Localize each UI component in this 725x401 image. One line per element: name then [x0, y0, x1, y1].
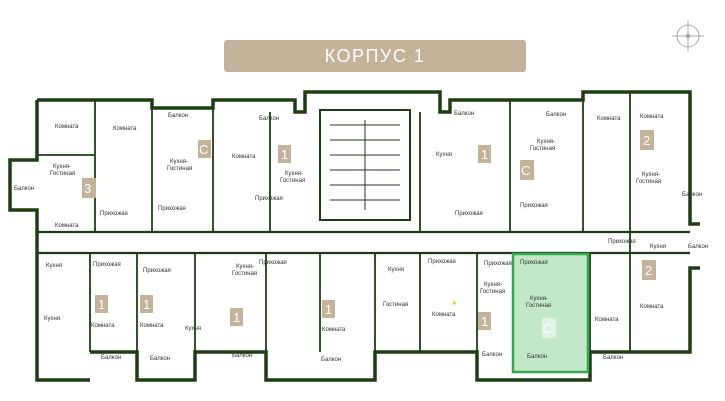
svg-text:1: 1: [98, 297, 105, 312]
svg-text:Кухня-: Кухня-: [236, 264, 254, 270]
svg-text:С: С: [521, 163, 530, 178]
building-title: КОРПУС 1: [224, 40, 526, 72]
svg-text:Кухня-: Кухня-: [642, 172, 660, 178]
svg-text:Гостиная: Гостиная: [232, 271, 257, 277]
svg-text:1: 1: [481, 147, 488, 162]
svg-text:Балкон: Балкон: [232, 353, 252, 359]
svg-text:Кухня-: Кухня-: [53, 164, 71, 170]
svg-text:Балкон: Балкон: [603, 355, 623, 361]
svg-text:Комната: Комната: [91, 323, 115, 329]
svg-text:Прихожая: Прихожая: [143, 268, 171, 274]
svg-text:Кухня: Кухня: [44, 316, 60, 322]
svg-text:1: 1: [481, 314, 488, 329]
svg-text:Балкон: Балкон: [14, 186, 34, 192]
svg-text:Гостиная: Гостиная: [530, 146, 555, 152]
svg-text:Балкон: Балкон: [527, 354, 547, 360]
svg-text:2: 2: [645, 263, 652, 278]
svg-text:Комната: Комната: [322, 327, 346, 333]
svg-text:Прихожая: Прихожая: [259, 260, 287, 266]
svg-text:Прихожая: Прихожая: [93, 262, 121, 268]
svg-text:Прихожая: Прихожая: [455, 211, 483, 217]
svg-text:Балкон: Балкон: [482, 352, 502, 358]
svg-text:Прихожая: Прихожая: [484, 261, 512, 267]
svg-text:Кухня: Кухня: [46, 263, 62, 269]
svg-text:Комната: Комната: [113, 126, 137, 132]
svg-text:Гостиная: Гостиная: [383, 302, 408, 308]
svg-text:Комната: Комната: [55, 124, 79, 130]
svg-text:Прихожая: Прихожая: [255, 196, 283, 202]
svg-text:Гостиная: Гостиная: [50, 171, 75, 177]
svg-text:Кухня: Кухня: [650, 244, 666, 250]
svg-text:Кухня-: Кухня-: [537, 139, 555, 145]
svg-text:1: 1: [143, 297, 150, 312]
svg-text:Балкон: Балкон: [168, 113, 188, 119]
svg-text:Балкон: Балкон: [259, 116, 279, 122]
svg-text:Прихожая: Прихожая: [520, 260, 548, 266]
svg-text:Балкон: Балкон: [682, 192, 702, 198]
svg-text:Прихожая: Прихожая: [428, 259, 456, 265]
svg-text:Комната: Комната: [640, 114, 664, 120]
svg-text:Кухня: Кухня: [436, 152, 452, 158]
svg-text:Комната: Комната: [140, 323, 164, 329]
svg-text:Гостиная: Гостиная: [167, 166, 192, 172]
svg-text:Балкон: Балкон: [101, 355, 121, 361]
compass-icon: [672, 20, 704, 52]
star-icon: ✦: [451, 299, 458, 308]
svg-text:Комната: Комната: [595, 317, 619, 323]
room-labels: Комната Комната Кухня-Гостиная Прихожая …: [14, 111, 708, 363]
svg-text:Комната: Комната: [232, 154, 256, 160]
svg-text:Прихожая: Прихожая: [520, 203, 548, 209]
svg-text:С: С: [199, 142, 208, 157]
selected-apartment-highlight: [511, 252, 590, 374]
apartment-type-badges: 3 С 1 1 С 2 2 1 1 1 1 1 С: [82, 130, 656, 338]
svg-text:Кухня-: Кухня-: [285, 171, 303, 177]
interior-walls: [37, 92, 631, 352]
svg-text:Гостиная: Гостиная: [636, 179, 661, 185]
svg-text:Прихожая: Прихожая: [158, 206, 186, 212]
svg-text:Комната: Комната: [597, 116, 621, 122]
svg-text:1: 1: [281, 147, 288, 162]
svg-text:Комната: Комната: [55, 223, 79, 229]
outer-walls: [8, 90, 700, 382]
svg-text:Балкон: Балкон: [546, 112, 566, 118]
svg-text:Гостиная: Гостиная: [526, 303, 551, 309]
svg-text:Кухня: Кухня: [388, 267, 404, 273]
svg-text:Кухня-: Кухня-: [484, 282, 502, 288]
corridor-walls: [37, 230, 690, 255]
svg-text:1: 1: [325, 302, 332, 317]
stairwell: [319, 109, 411, 221]
svg-text:Гостиная: Гостиная: [480, 289, 505, 295]
svg-text:Кухня-: Кухня-: [170, 159, 188, 165]
svg-text:3: 3: [84, 181, 91, 196]
svg-text:Комната: Комната: [432, 312, 456, 318]
svg-text:Кухня: Кухня: [185, 326, 201, 332]
svg-text:2: 2: [643, 133, 650, 148]
svg-text:С: С: [543, 321, 552, 336]
svg-text:Комната: Комната: [640, 304, 664, 310]
svg-text:Прихожая: Прихожая: [100, 211, 128, 217]
svg-text:Прихожая: Прихожая: [608, 239, 636, 245]
svg-text:Гостиная: Гостиная: [280, 178, 305, 184]
svg-text:Балкон: Балкон: [321, 357, 341, 363]
svg-text:Балкон: Балкон: [688, 244, 708, 250]
svg-text:Кухня-: Кухня-: [530, 296, 548, 302]
svg-text:Балкон: Балкон: [454, 111, 474, 117]
svg-text:Балкон: Балкон: [150, 356, 170, 362]
svg-text:1: 1: [233, 310, 240, 325]
